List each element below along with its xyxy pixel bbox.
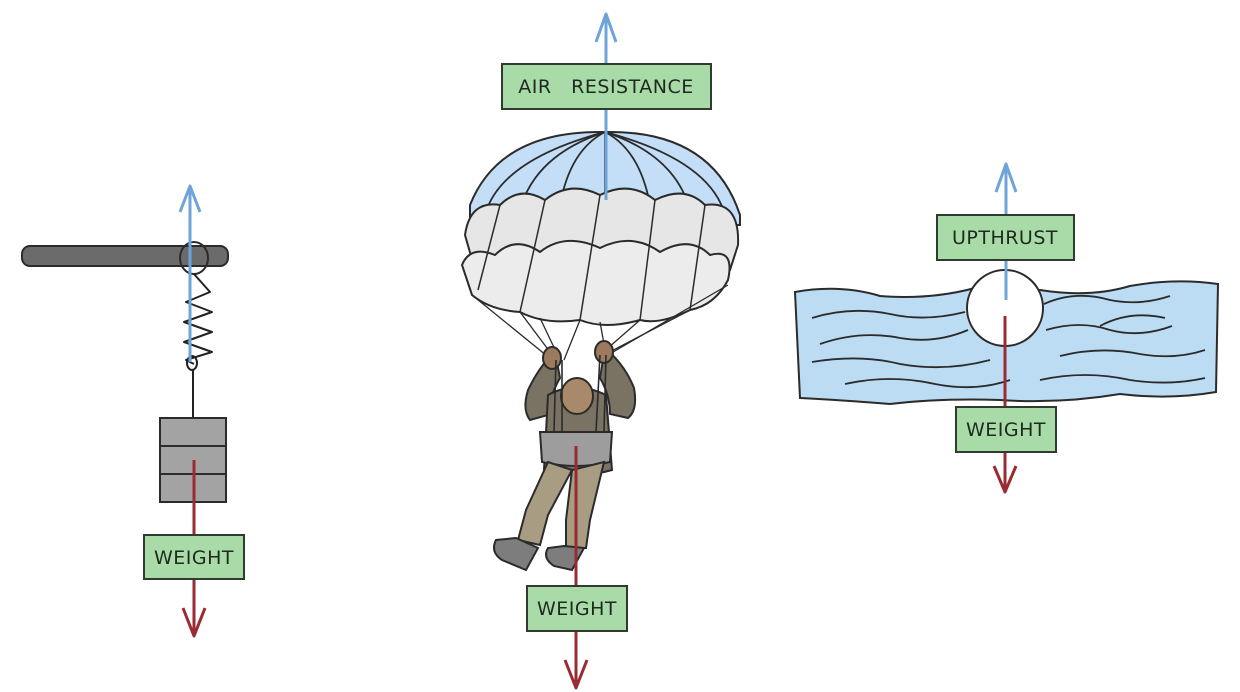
- parachute-weight-label: WEIGHT: [537, 598, 617, 620]
- arrow-up-icon: [178, 184, 202, 362]
- arrow-down-icon: [563, 446, 589, 690]
- spring-icon: [183, 273, 213, 365]
- air-resistance-label: AIR RESISTANCE: [518, 76, 693, 98]
- parachutist-icon: AIR RESISTANCE WEIGHT: [460, 12, 741, 690]
- arrow-down-icon: [992, 316, 1018, 494]
- spring-mass-panel: WEIGHT: [21, 184, 245, 638]
- ball-weight-label: WEIGHT: [966, 419, 1046, 441]
- spring-weight-label: WEIGHT: [154, 547, 234, 569]
- upthrust-label: UPTHRUST: [952, 227, 1058, 249]
- support-bar: [21, 245, 229, 267]
- canopy-bottom: [460, 239, 731, 326]
- floating-ball-panel: UPTHRUST WEIGHT: [793, 162, 1220, 494]
